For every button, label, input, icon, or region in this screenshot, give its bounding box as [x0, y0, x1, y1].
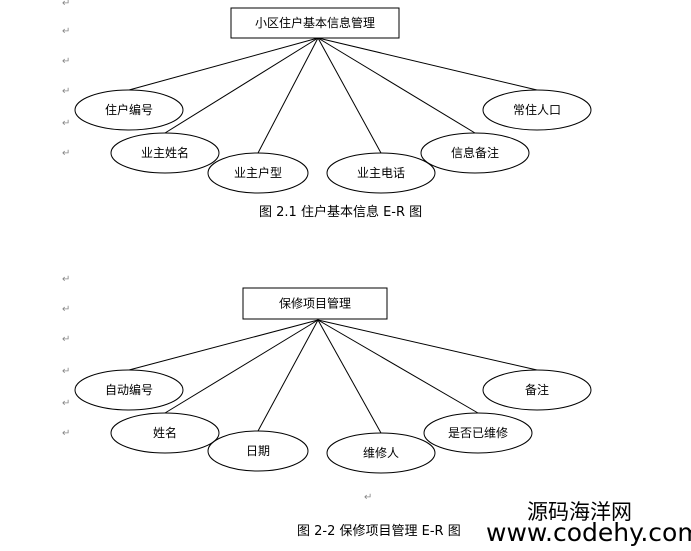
- paragraph-mark: ↵: [62, 366, 70, 377]
- paragraph-mark: ↵: [62, 148, 70, 159]
- attribute-ellipse: [482, 369, 592, 411]
- attribute-ellipse: [110, 412, 220, 454]
- paragraph-mark: ↵: [62, 0, 70, 9]
- entity-box: [230, 7, 400, 39]
- paragraph-mark: ↵: [62, 86, 70, 97]
- paragraph-mark: ↵: [364, 492, 372, 503]
- attribute-label: 业主户型: [234, 165, 282, 180]
- attribute-ellipse: [207, 152, 309, 194]
- attribute-ellipse: [420, 132, 530, 174]
- caption-figure-2-2: 图 2-2 保修项目管理 E-R 图: [297, 524, 461, 539]
- relationship-line: [128, 37, 319, 91]
- paragraph-mark: ↵: [62, 56, 70, 67]
- relationship-line: [164, 37, 319, 134]
- attribute-label: 维修人: [363, 445, 399, 460]
- attribute-label: 信息备注: [451, 145, 499, 160]
- attribute-ellipse: [482, 89, 592, 131]
- paragraph-mark: ↵: [62, 428, 70, 439]
- attribute-label: 备注: [525, 382, 549, 397]
- relationship-line: [317, 319, 382, 434]
- attribute-label: 姓名: [153, 425, 177, 440]
- attribute-label: 是否已维修: [448, 425, 508, 440]
- entity-title: 小区住户基本信息管理: [255, 15, 375, 30]
- caption-figure-2-1: 图 2.1 住户基本信息 E-R 图: [259, 204, 422, 220]
- attribute-ellipse: [326, 432, 436, 474]
- relationship-line: [128, 319, 319, 371]
- paragraph-mark: ↵: [62, 26, 70, 37]
- relationship-line: [257, 37, 319, 154]
- attribute-label: 常住人口: [513, 103, 561, 117]
- entity-box: [242, 287, 388, 320]
- attribute-label: 自动编号: [105, 382, 153, 397]
- attribute-label: 住户编号: [105, 102, 153, 117]
- attribute-ellipse: [74, 89, 184, 131]
- paragraph-mark: ↵: [62, 304, 70, 315]
- relationship-line: [164, 319, 319, 414]
- paragraph-marks: ↵ ↵ ↵ ↵ ↵ ↵ ↵ ↵ ↵ ↵ ↵ ↵ ↵: [62, 0, 372, 503]
- attribute-ellipse: [74, 369, 184, 411]
- relationship-line: [317, 37, 382, 154]
- paragraph-mark: ↵: [62, 334, 70, 345]
- attribute-ellipse: [110, 132, 220, 174]
- attribute-ellipse: [326, 152, 436, 194]
- entity-title: 保修项目管理: [279, 296, 351, 311]
- attribute-ellipse: [423, 412, 533, 454]
- relationship-line: [317, 37, 476, 134]
- paragraph-mark: ↵: [62, 274, 70, 285]
- paragraph-mark: ↵: [62, 398, 70, 409]
- attribute-label: 业主姓名: [141, 145, 189, 160]
- watermark-brand-name: 源码海洋网: [527, 500, 632, 524]
- relationship-line: [317, 37, 538, 91]
- relationship-line: [257, 319, 319, 432]
- relationship-line: [317, 319, 538, 371]
- attribute-label: 业主电话: [357, 166, 405, 180]
- paragraph-mark: ↵: [62, 118, 70, 129]
- watermark-brand-url: www.codehy.com: [486, 518, 691, 547]
- attribute-ellipse: [207, 430, 309, 472]
- attribute-label: 日期: [246, 444, 270, 458]
- relationship-line: [317, 319, 479, 414]
